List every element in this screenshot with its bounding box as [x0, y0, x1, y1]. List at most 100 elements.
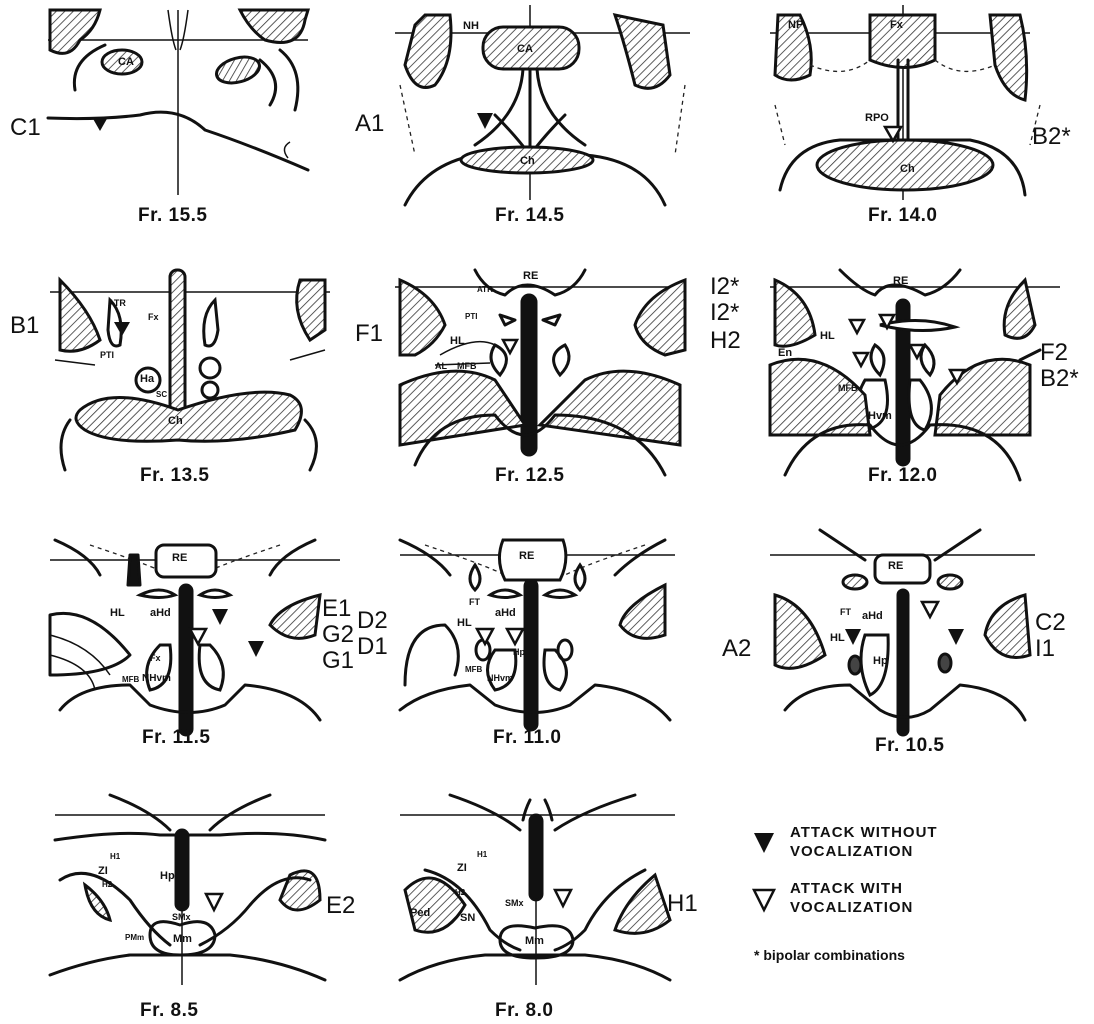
- electrode-label: G2: [322, 621, 354, 649]
- structure-label: Hvm: [868, 410, 892, 422]
- structure-label: Mm: [525, 935, 544, 947]
- structure-label: HL: [110, 607, 125, 619]
- structure-label: Ch: [168, 415, 183, 427]
- structure-label: Ch: [520, 155, 535, 167]
- legend-line: ATTACK WITHOUT: [790, 823, 938, 842]
- structure-label: HL: [450, 335, 465, 347]
- structure-label: RE: [893, 275, 908, 287]
- structure-label: Fx: [148, 312, 159, 322]
- attack-with-vocalization-marker: [503, 340, 517, 353]
- frame-label: Fr. 12.0: [868, 465, 938, 487]
- structure-label: Ch: [900, 163, 915, 175]
- legend-bipolar-note: * bipolar combinations: [754, 947, 905, 963]
- structure-label: SMx: [505, 898, 524, 908]
- structure-label: PTI: [465, 312, 477, 321]
- electrode-label: I1: [1035, 635, 1055, 663]
- structure-label: Fx: [890, 19, 903, 31]
- frame-label: Fr. 13.5: [140, 465, 210, 487]
- structure-label: HL: [830, 632, 845, 644]
- attack-with-vocalization-marker: [854, 353, 868, 366]
- structure-label: PMm: [125, 933, 144, 942]
- structure-label: FT: [840, 607, 851, 617]
- structure-label: AL: [435, 361, 447, 371]
- frame-label: Fr. 8.0: [495, 1000, 553, 1022]
- frame-label: Fr. 14.5: [495, 205, 565, 227]
- electrode-label: H1: [667, 890, 698, 918]
- legend-attack-without-vocalization: ATTACK WITHOUT VOCALIZATION: [790, 823, 938, 861]
- structure-label: ZI: [457, 862, 467, 874]
- structure-label: Fx: [150, 653, 161, 663]
- section-fr-8-0: H1 ZI H2 Ped SN SMx Mm H1 Fr. 8.0: [395, 790, 695, 1024]
- frame-label: Fr. 11.5: [142, 727, 210, 749]
- structure-label: ZI: [98, 865, 108, 877]
- structure-label: HL: [457, 617, 472, 629]
- electrode-label: C2: [1035, 609, 1066, 637]
- section-fr-12-0: RE HL En MFB Hvm I2* I2* H2 F2 B2* Fr. 1…: [770, 265, 1070, 500]
- attack-without-vocalization-marker: [248, 641, 264, 657]
- section-drawing: [50, 525, 350, 760]
- structure-label: H2: [455, 888, 465, 897]
- structure-label: SC: [156, 390, 167, 399]
- frame-label: Fr. 12.5: [495, 465, 565, 487]
- section-drawing: [770, 525, 1070, 760]
- structure-label: ATR: [108, 298, 126, 308]
- section-fr-14-5: NH CA Ch A1 Fr. 14.5: [395, 5, 695, 240]
- structure-label: Ha: [140, 373, 154, 385]
- structure-label: NHvm: [487, 673, 513, 683]
- section-fr-14-0: NP Fx RPO Ch B2* Fr. 14.0: [770, 5, 1070, 240]
- legend-line: ATTACK WITH: [790, 879, 913, 898]
- electrode-label: C1: [10, 114, 41, 142]
- attack-with-vocalization-marker: [206, 894, 222, 910]
- section-fr-13-5: ATR Fx PTI Ha Ch SC B1 Fr. 13.5: [50, 270, 340, 500]
- electrode-label: A2: [722, 635, 751, 663]
- electrode-label: A1: [355, 110, 384, 138]
- electrode-label: D1: [357, 633, 388, 661]
- attack-without-vocalization-marker: [212, 609, 228, 625]
- electrode-label: F1: [355, 320, 383, 348]
- structure-label: RE: [519, 550, 534, 562]
- section-drawing: [395, 525, 695, 760]
- structure-label: NP: [788, 19, 803, 31]
- structure-label: FT: [469, 597, 480, 607]
- section-drawing: [395, 790, 695, 1020]
- attack-with-vocalization-marker: [555, 890, 571, 906]
- structure-label: RE: [523, 270, 538, 282]
- structure-label: aHd: [150, 607, 171, 619]
- electrode-label: H2: [710, 327, 741, 355]
- structure-label: H1: [110, 852, 120, 861]
- structure-label: H2: [102, 880, 112, 889]
- structure-label: PTI: [100, 350, 114, 360]
- electrode-label: I2*: [710, 273, 739, 301]
- structure-label: aHd: [862, 610, 883, 622]
- structure-label: aHd: [495, 607, 516, 619]
- structure-label: CA: [118, 56, 134, 68]
- electrode-label: B2*: [1032, 123, 1071, 151]
- legend-markers: [740, 815, 780, 935]
- structure-label: Mm: [173, 933, 192, 945]
- structure-label: Hp: [513, 647, 525, 657]
- section-fr-12-5: RE ATR PTI HL AL MFB F1 Fr. 12.5: [395, 265, 695, 500]
- frame-label: Fr. 8.5: [140, 1000, 198, 1022]
- attack-without-vocalization-marker: [92, 117, 108, 131]
- section-fr-11-5: RE HL aHd Fx MFB NHvm E1 G2 G1 Fr. 11.5: [50, 525, 350, 760]
- filled-triangle-icon: [754, 833, 774, 853]
- attack-with-vocalization-marker: [922, 602, 938, 617]
- structure-label: RE: [888, 560, 903, 572]
- structure-label: NHvm: [142, 673, 171, 684]
- structure-label: NH: [463, 20, 479, 32]
- structure-label: MFB: [122, 675, 139, 684]
- section-fr-8-5: H1 ZI H2 Hp SMx PMm Mm E2 Fr. 8.5: [50, 790, 350, 1024]
- electrode-label: E1: [322, 595, 351, 623]
- structure-label: RE: [172, 552, 187, 564]
- electrode-label: F2: [1040, 339, 1068, 367]
- structure-label: MFB: [465, 665, 482, 674]
- electrode-label: I2*: [710, 299, 739, 327]
- legend-line: VOCALIZATION: [790, 842, 938, 861]
- electrode-label: D2: [357, 607, 388, 635]
- section-drawing: [50, 790, 350, 1020]
- section-fr-15-5: CA C1 Fr. 15.5: [40, 10, 320, 240]
- attack-without-vocalization-marker: [477, 113, 493, 129]
- structure-label: RPO: [865, 112, 889, 124]
- structure-label: H1: [477, 850, 487, 859]
- section-fr-10-5: RE FT aHd HL Hp A2 C2 I1 Fr. 10.5: [770, 525, 1070, 760]
